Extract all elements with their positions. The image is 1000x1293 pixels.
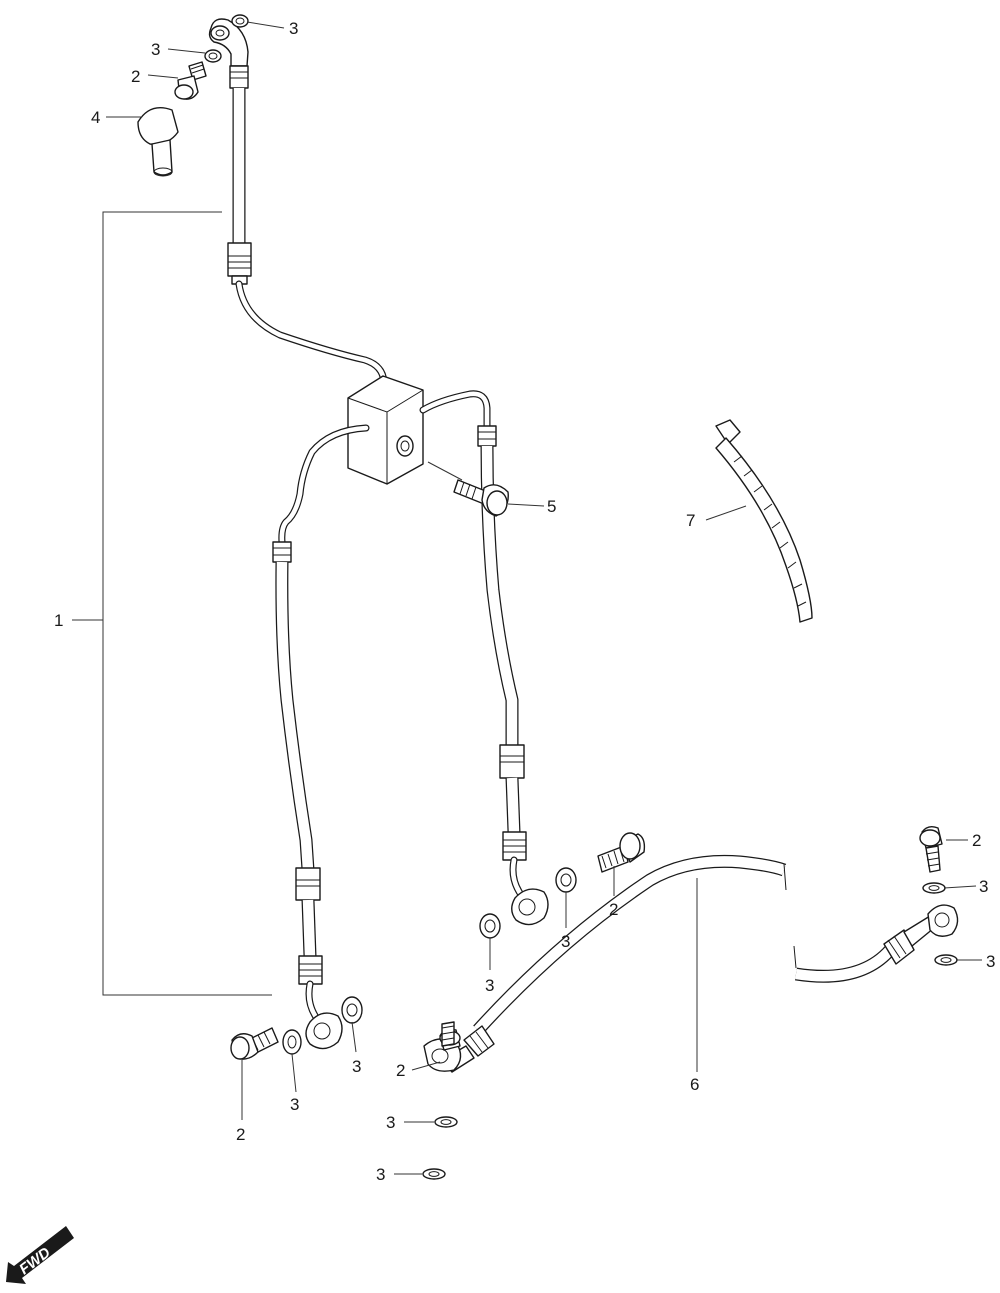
callout-4: 4: [91, 108, 100, 127]
rubber-boot-cap: [137, 107, 179, 177]
cable-tie: [715, 419, 813, 623]
callout-2-top: 2: [131, 67, 140, 86]
right-caliper-washer-inner: [479, 913, 501, 939]
rear-right-washer-lower: [934, 954, 958, 966]
callout-2-left-caliper: 2: [236, 1125, 245, 1144]
callout-7: 7: [686, 511, 695, 530]
right-banjo-bolt: [597, 832, 646, 873]
rear-brake-hose: [423, 854, 959, 1073]
rear-left-washer-lower: [422, 1168, 446, 1180]
left-caliper-washer-outer: [341, 996, 363, 1024]
right-caliper-washer-outer: [555, 867, 577, 893]
left-steel-pipe: [278, 424, 370, 546]
left-front-hose: [272, 541, 343, 1050]
rear-right-washer-upper: [922, 882, 946, 894]
left-banjo-bolt: [230, 1027, 279, 1060]
right-steel-pipe: [419, 390, 491, 430]
forward-direction-arrow: FWD: [6, 1226, 74, 1284]
rear-right-banjo-bolt: [919, 825, 943, 873]
three-way-junction-block: [347, 375, 424, 485]
top-banjo-bolt: [174, 61, 207, 100]
callout-2-rear-left: 2: [396, 1061, 405, 1080]
callout-5: 5: [547, 497, 556, 516]
left-caliper-washer-inner: [282, 1029, 302, 1055]
callout-3-top-lower: 3: [151, 40, 160, 59]
callout-2-rear-right: 2: [972, 831, 981, 850]
rear-left-washer-upper: [434, 1116, 458, 1128]
callout-3-left-caliper-inner: 3: [290, 1095, 299, 1114]
junction-joint-bolt: [427, 461, 509, 517]
callout-3-rear-left-lower: 3: [376, 1165, 385, 1184]
rear-left-banjo-bolt: [439, 1021, 461, 1051]
callout-3-top-upper: 3: [289, 19, 298, 38]
callout-3-rear-left-upper: 3: [386, 1113, 395, 1132]
callout-3-left-caliper-outer: 3: [352, 1057, 361, 1076]
leader-lines: [106, 21, 982, 1175]
upper-brake-hose: [208, 18, 388, 396]
callout-3-right-caliper-inner: 3: [485, 976, 494, 995]
top-washer-lower: [204, 49, 222, 63]
hose-break-mark: [783, 863, 797, 969]
callout-3-rear-right-lower: 3: [986, 952, 995, 971]
callout-labels: 1 3 3 2 4 5 7 2 3 3 3 3 2 2 3 3 6 2 3 3: [54, 19, 995, 1184]
hose-assembly-bracket: [72, 211, 272, 996]
callout-3-right-caliper-outer: 3: [561, 932, 570, 951]
callout-2-right-caliper: 2: [609, 900, 618, 919]
callout-6: 6: [690, 1075, 699, 1094]
callout-3-rear-right-upper: 3: [979, 877, 988, 896]
top-washer-upper: [231, 14, 249, 28]
callout-1: 1: [54, 611, 63, 630]
